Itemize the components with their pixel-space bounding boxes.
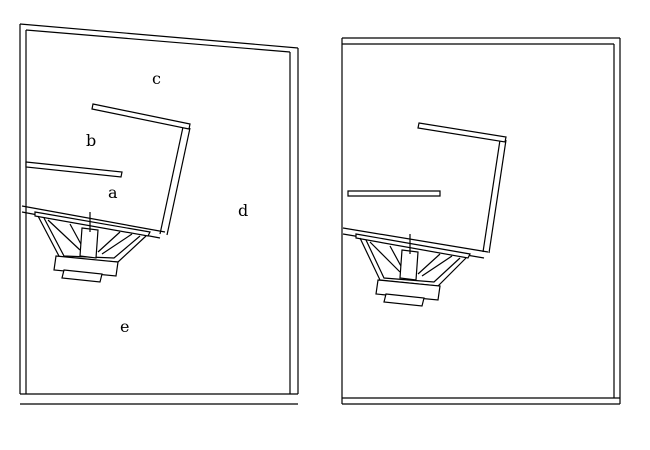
region-label-c: c bbox=[152, 69, 161, 88]
left-enclosure: a b c d e bbox=[19, 23, 299, 405]
region-label-d: d bbox=[238, 201, 248, 220]
left-cabinet-outline bbox=[19, 23, 299, 405]
right-speaker-driver bbox=[355, 233, 471, 307]
left-speaker-driver bbox=[34, 211, 151, 283]
region-label-e: e bbox=[120, 317, 129, 336]
right-upper-baffle bbox=[417, 122, 507, 143]
left-inner-chamber bbox=[21, 103, 191, 239]
right-cabinet-outline bbox=[341, 37, 621, 405]
right-inner-chamber bbox=[342, 122, 507, 259]
left-middle-baffle bbox=[25, 161, 123, 178]
region-label-a: a bbox=[108, 183, 118, 202]
right-enclosure bbox=[341, 37, 621, 405]
left-upper-baffle bbox=[91, 103, 191, 130]
right-middle-baffle bbox=[347, 190, 441, 197]
region-label-b: b bbox=[86, 131, 96, 150]
